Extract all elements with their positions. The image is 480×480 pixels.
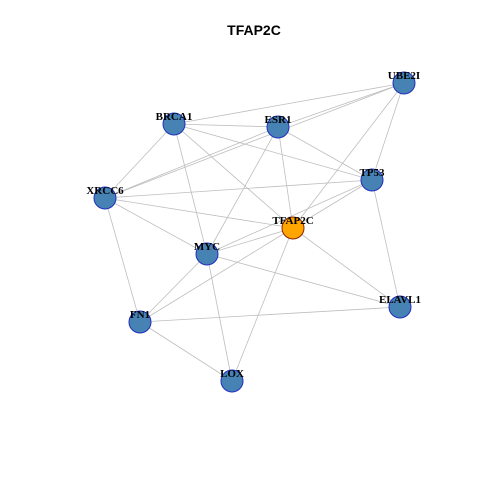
node-tfap2c [281,216,305,240]
edge-esr1-tfap2c [277,126,294,229]
node-label-fn1: FN1 [130,309,150,321]
node-label-myc: MYC [194,241,220,253]
edge-tfap2c-elavl1 [292,227,401,308]
node-label-esr1: ESR1 [265,114,292,126]
edge-brca1-esr1 [173,123,279,128]
edge-myc-fn1 [139,253,208,323]
node-tp53 [360,168,384,192]
node-label-tp53: TP53 [359,167,385,179]
edge-xrcc6-myc [104,197,208,255]
edge-brca1-ube2i [173,82,405,125]
edge-esr1-xrcc6 [104,126,279,199]
edge-brca1-tfap2c [173,123,294,229]
edge-fn1-elavl1 [139,306,401,323]
edge-tfap2c-myc [206,227,294,255]
edge-fn1-lox [139,321,233,382]
edge-xrcc6-tfap2c [104,197,294,229]
edge-xrcc6-fn1 [104,197,141,323]
edge-ube2i-tp53 [371,82,405,181]
node-label-elavl1: ELAVL1 [379,294,421,306]
edge-tp53-tfap2c [292,179,373,229]
edge-esr1-tp53 [277,126,373,181]
node-elavl1 [388,295,412,319]
node-label-lox: LOX [220,368,244,380]
node-label-tfap2c: TFAP2C [272,215,313,227]
edge-esr1-myc [206,126,279,255]
edge-brca1-myc [173,123,208,255]
node-xrcc6 [93,186,117,210]
edge-brca1-xrcc6 [104,123,175,199]
edge-myc-elavl1 [206,253,401,308]
node-label-xrcc6: XRCC6 [86,185,124,197]
node-lox [220,369,244,393]
node-myc [195,242,219,266]
edge-tfap2c-lox [231,227,294,382]
node-label-ube2i: UBE2I [388,70,420,82]
node-fn1 [128,310,152,334]
edge-tfap2c-fn1 [139,227,294,323]
node-brca1 [162,112,186,136]
edge-esr1-ube2i [277,82,405,128]
node-esr1 [266,115,290,139]
edge-tp53-xrcc6 [104,179,373,199]
edge-tp53-elavl1 [371,179,401,308]
node-label-brca1: BRCA1 [156,111,193,123]
edge-tp53-myc [206,179,373,255]
edge-layer [104,82,405,382]
diagram-title: TFAP2C [227,22,281,38]
edge-brca1-tp53 [173,123,373,181]
node-ube2i [392,71,416,95]
edge-ube2i-xrcc6 [104,82,405,199]
node-layer [93,71,416,393]
edge-ube2i-tfap2c [292,82,405,229]
